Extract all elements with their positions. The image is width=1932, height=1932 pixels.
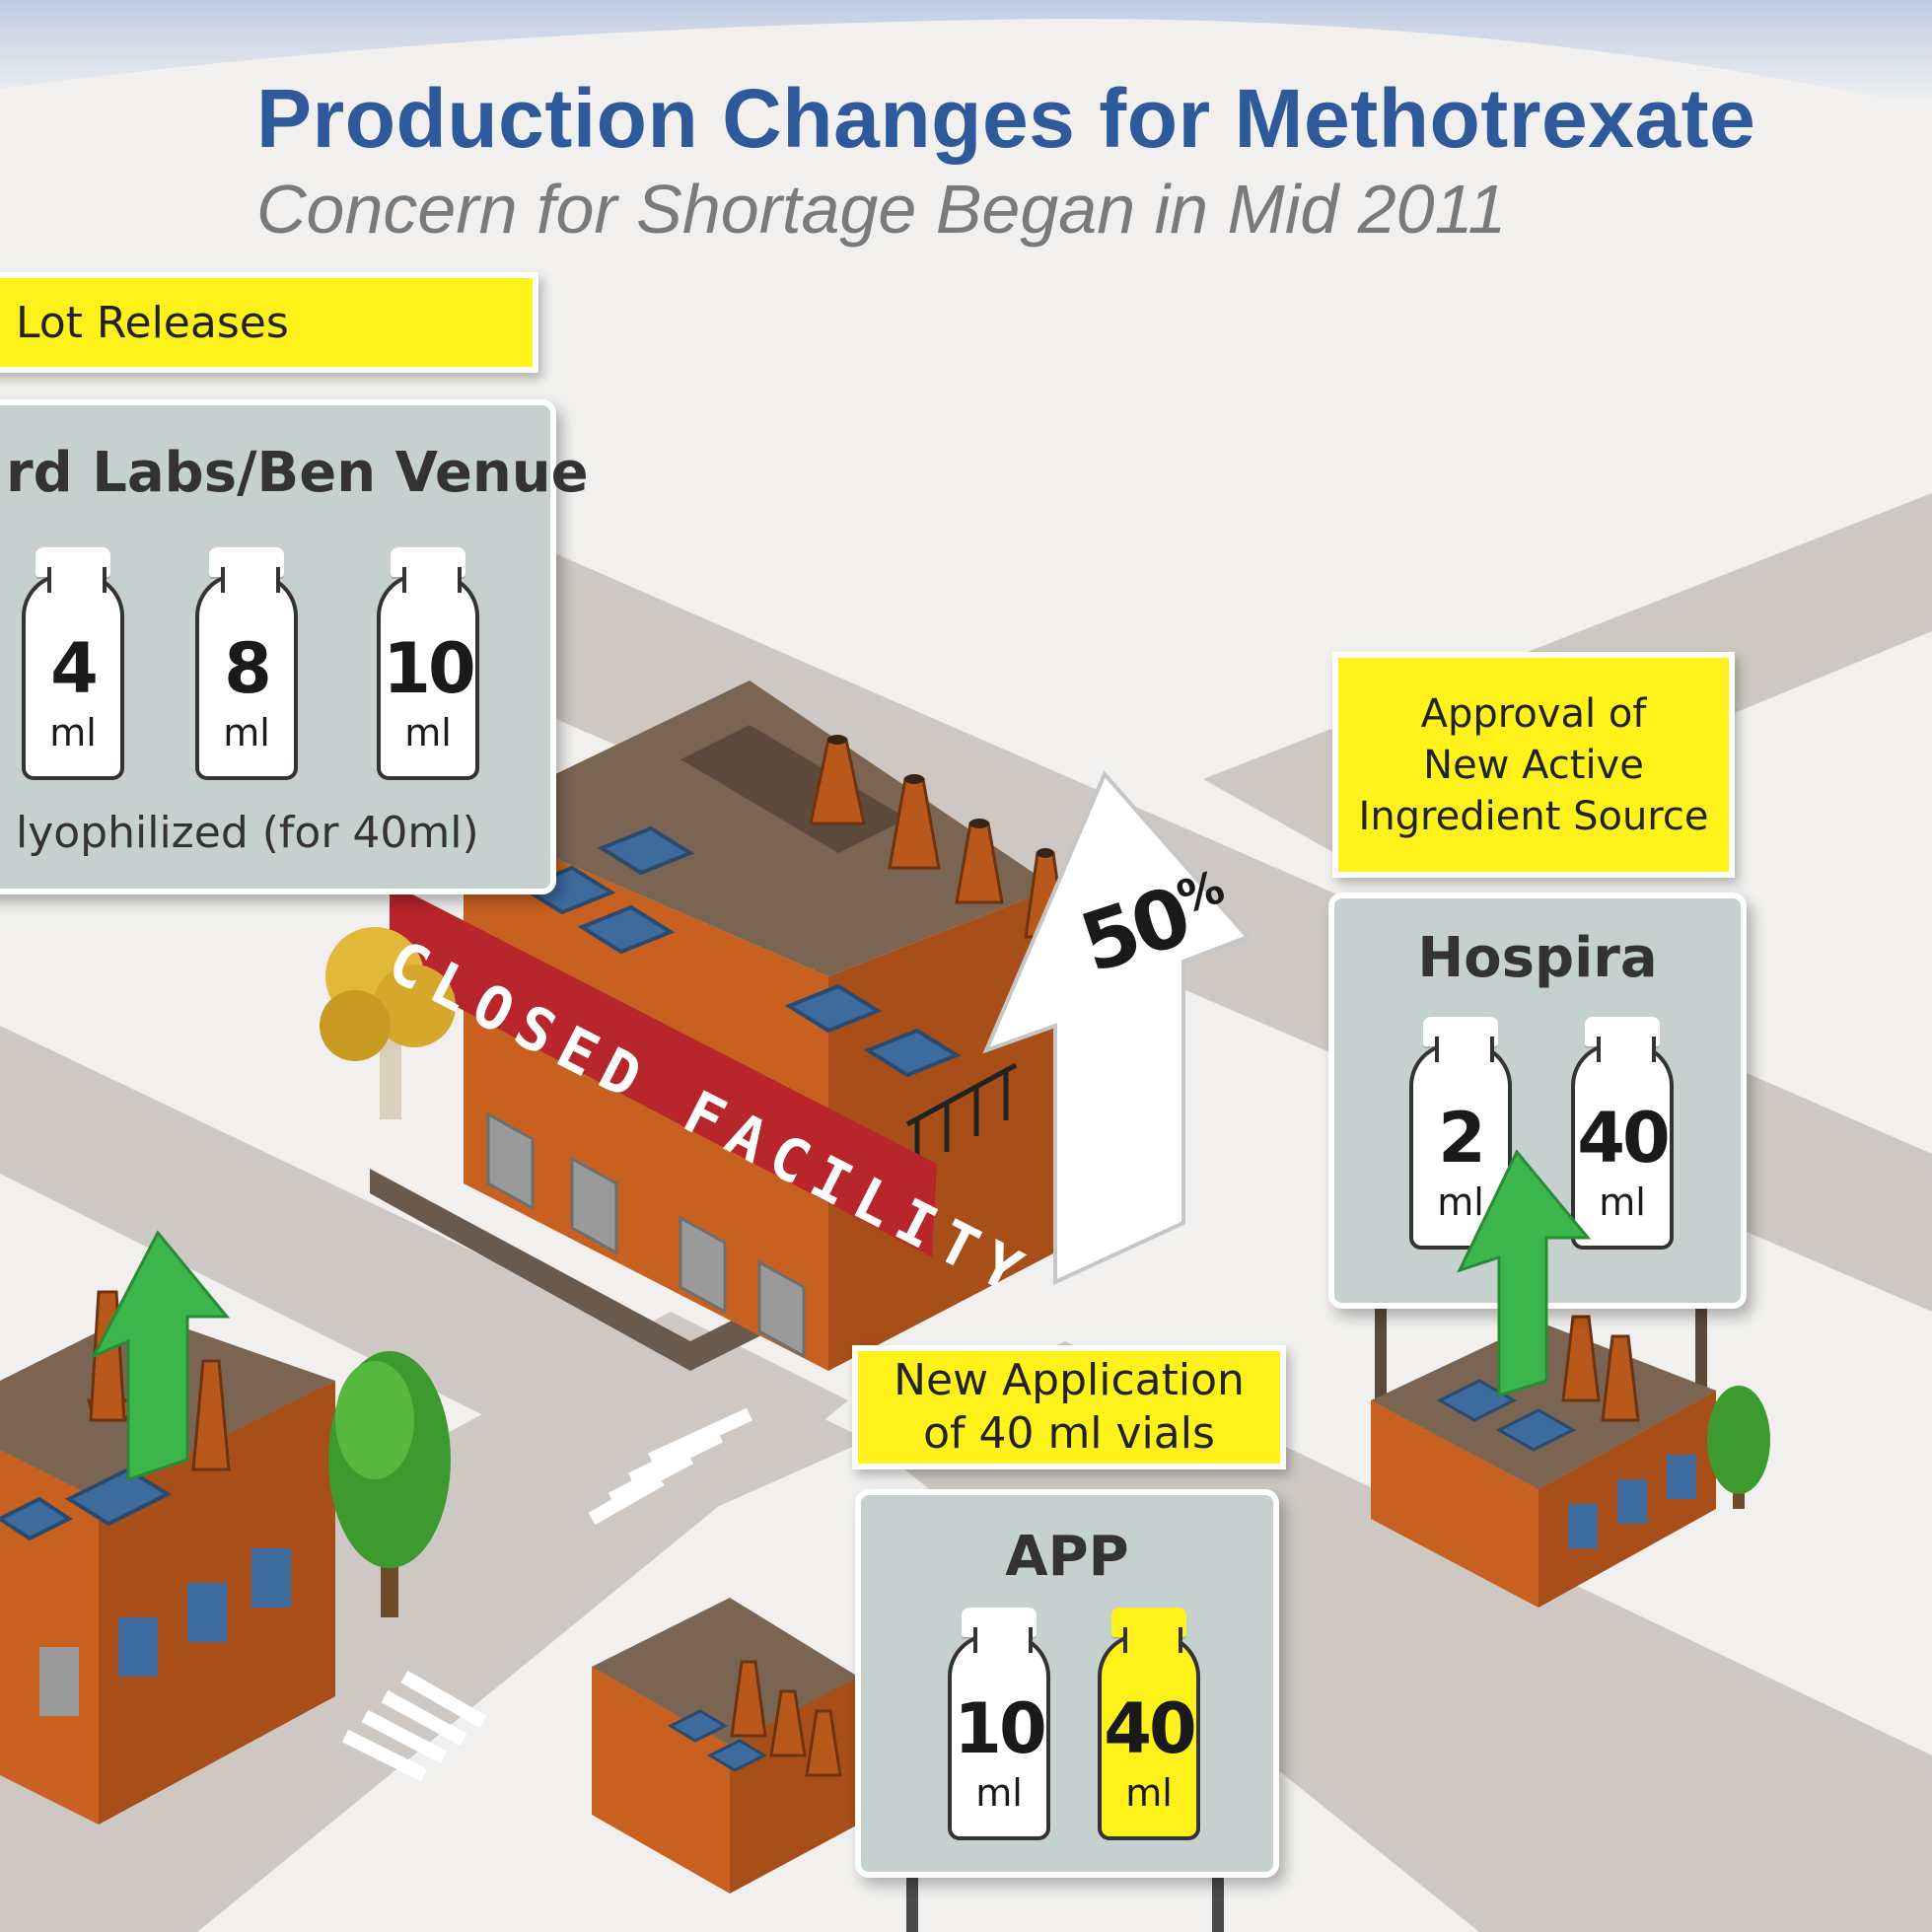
bedford-ben-venue-panel: rd Labs/Ben Venue 4 ml 8 ml 10 ml lyophi… xyxy=(0,399,589,894)
up-arrow-green-hospira-overlay xyxy=(1457,1149,1592,1398)
lot-releases-text: Lot Releases xyxy=(16,297,289,348)
new-application-line-1: New Application xyxy=(894,1355,1245,1405)
approval-label-line-2: New Active xyxy=(1423,742,1644,788)
closed-facility-building xyxy=(370,680,1067,1371)
app-panel: APP 10 ml 40 ml xyxy=(855,1489,1279,1878)
tree-green-small xyxy=(1707,1386,1770,1509)
vial-10ml: 10 ml xyxy=(377,547,479,780)
new-application-line-2: of 40 ml vials xyxy=(923,1408,1215,1459)
bedford-ben-venue-title: rd Labs/Ben Venue xyxy=(6,441,589,505)
page-subtitle: Concern for Shortage Began in Mid 2011 xyxy=(256,171,1507,248)
app-title: APP xyxy=(1005,1525,1129,1589)
new-application-label: New Application of 40 ml vials xyxy=(858,1351,1280,1464)
factory-hospira xyxy=(1371,1292,1716,1608)
factory-app xyxy=(592,1598,858,1894)
approval-label-line-3: Ingredient Source xyxy=(1358,793,1709,839)
app-sign-posts xyxy=(906,1869,1224,1932)
tree-yellow xyxy=(320,927,456,1119)
closed-facility-banner xyxy=(390,883,937,1257)
up-arrow-50-percent xyxy=(982,770,1252,1286)
approval-new-active-ingredient-label: Approval of New Active Ingredient Source xyxy=(1338,658,1729,872)
up-arrow-green-left xyxy=(90,1230,231,1482)
hospira-title: Hospira xyxy=(1417,926,1658,990)
vial-8ml: 8 ml xyxy=(195,547,298,780)
page-title: Production Changes for Methotrexate xyxy=(256,72,1756,165)
vial-40ml-app-yellow: 40 ml xyxy=(1098,1608,1200,1840)
lot-releases-label: Lot Releases xyxy=(0,278,533,367)
lyophilized-note: lyophilized (for 40ml) xyxy=(16,808,479,858)
vial-4ml: 4 ml xyxy=(22,547,124,780)
vial-40ml: 40 ml xyxy=(1571,1017,1674,1250)
approval-label-line-1: Approval of xyxy=(1420,690,1647,737)
vial-10ml-app: 10 ml xyxy=(948,1608,1050,1840)
tree-green xyxy=(328,1351,451,1617)
crosswalk xyxy=(341,1407,752,1782)
